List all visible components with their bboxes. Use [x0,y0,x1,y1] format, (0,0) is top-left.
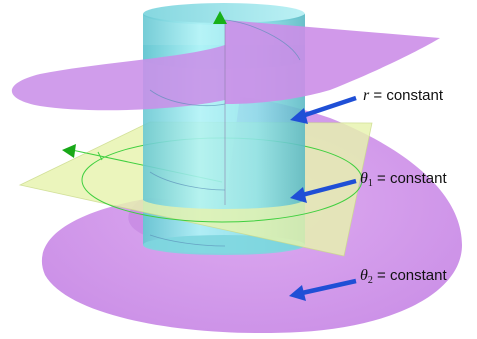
horizontal-plane-edge [18,121,373,257]
label-theta1-text: = constant [372,170,447,187]
axis-tick [97,151,103,161]
arrow-r-constant [290,95,357,124]
label-r-constant: r = constant [363,88,443,106]
upper-helicoid-left [11,45,226,111]
cylinder-bottom-rim [143,235,305,255]
x-axis-arrowhead [62,144,76,158]
label-theta1-subscript: 1 [367,178,373,189]
label-theta2-subscript: 2 [367,275,373,286]
label-theta2-text: = constant [372,267,447,284]
z-axis-arrowhead [213,11,227,24]
label-r-text: = constant [369,87,444,104]
label-theta2-constant: θ2 = constant [360,268,447,286]
cylinder-top-rim [143,3,305,25]
arrow-theta1-constant [290,178,357,203]
label-theta1-constant: θ1 = constant [360,171,447,189]
arrow-theta2-constant [289,278,357,301]
label-r-symbol: r [363,87,370,104]
label-theta2-symbol: θ [360,267,368,284]
helix-curve [149,19,301,247]
label-theta1-symbol: θ [360,170,368,187]
upper-helicoid-right [225,20,440,104]
